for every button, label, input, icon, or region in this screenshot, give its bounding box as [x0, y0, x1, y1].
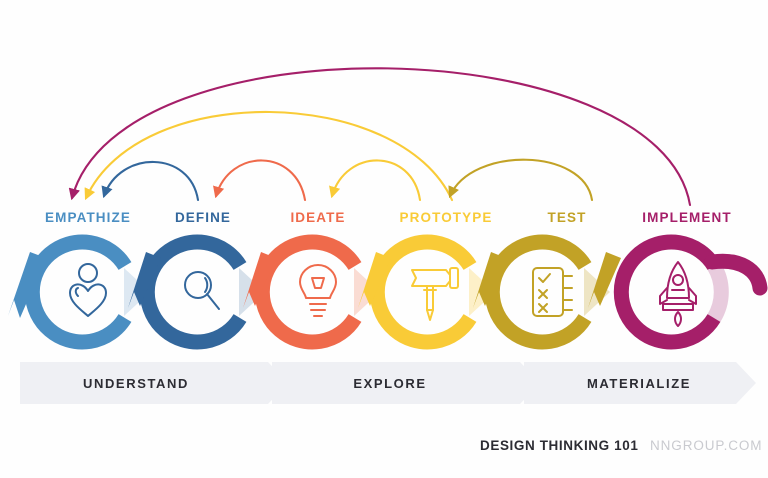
arc-prototype-to-ideate — [329, 159, 422, 202]
phase-label-materialize: MATERIALIZE — [587, 376, 691, 391]
person-heart-icon — [69, 263, 107, 317]
phase-chevron-materialize[interactable] — [524, 362, 756, 404]
magnifying-glass-icon — [184, 271, 220, 310]
checklist-icon — [532, 267, 573, 317]
phase-band: UNDERSTAND EXPLORE MATERIALIZE — [20, 362, 756, 404]
ring-arc-implement — [613, 234, 721, 350]
ring-arc-test — [484, 234, 592, 350]
stage-label-ideate: IDEATE — [290, 210, 345, 225]
lightbulb-icon — [299, 264, 337, 317]
arc-define-to-empathize — [101, 160, 200, 202]
stage-labels: EMPATHIZE DEFINE IDEATE PROTOTYPE TEST I… — [45, 210, 731, 225]
ring-tail-swoosh-implement — [704, 253, 768, 296]
ring-arc-prototype — [369, 234, 477, 350]
stage-ring-empathize[interactable] — [8, 234, 150, 350]
ring-arc-empathize — [24, 234, 132, 350]
stage-label-define: DEFINE — [175, 210, 231, 225]
ring-tail-arrow-test — [473, 252, 506, 308]
stage-ring-prototype[interactable] — [358, 234, 495, 350]
arc-prototype-to-empathize — [84, 110, 454, 202]
stage-label-test: TEST — [548, 210, 587, 225]
stage-ring-ideate[interactable] — [243, 234, 380, 350]
hammer-pencil-icon — [411, 267, 459, 321]
phase-label-explore: EXPLORE — [353, 376, 426, 391]
stage-label-empathize: EMPATHIZE — [45, 210, 131, 225]
ring-tail-arrow-empathize — [8, 252, 46, 318]
ring-tail-arrow-prototype — [358, 252, 391, 308]
ring-tail-arrow-implement — [588, 252, 621, 308]
ring-arc-define — [139, 234, 247, 350]
footer: DESIGN THINKING 101 NNGROUP.COM — [480, 438, 762, 453]
arc-test-to-prototype — [448, 158, 594, 202]
stage-ring-define[interactable] — [128, 234, 265, 350]
phase-chevron-explore[interactable] — [272, 362, 540, 404]
phase-chevron-understand[interactable] — [20, 362, 288, 404]
ring-pale-wedge-implement — [707, 262, 729, 322]
phase-label-understand: UNDERSTAND — [83, 376, 189, 391]
footer-source: NNGROUP.COM — [650, 438, 762, 453]
ring-arc-ideate — [254, 234, 362, 350]
feedback-arcs — [68, 67, 692, 207]
footer-title: DESIGN THINKING 101 — [480, 438, 638, 453]
stage-label-implement: IMPLEMENT — [642, 210, 731, 225]
ring-tail-arrow-define — [128, 252, 161, 308]
stage-ring-implement[interactable] — [588, 234, 768, 350]
stage-ring-test[interactable] — [473, 234, 610, 350]
arc-implement-to-empathize — [68, 67, 692, 207]
stage-label-prototype: PROTOTYPE — [400, 210, 493, 225]
rocket-icon — [659, 261, 697, 327]
arc-ideate-to-define — [213, 159, 307, 202]
ring-tail-arrow-ideate — [243, 252, 276, 308]
